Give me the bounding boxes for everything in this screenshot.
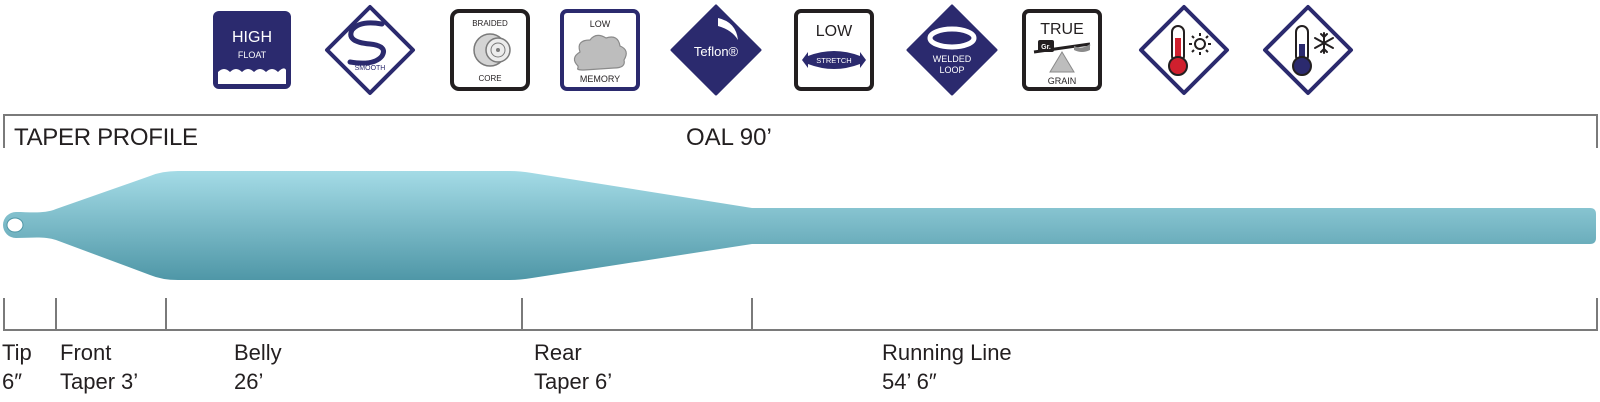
- badge-text: FLOAT: [238, 50, 267, 60]
- segment-length: 6’: [595, 369, 613, 394]
- badge-text: LOW: [816, 23, 853, 40]
- teflon-icon: Teflon®: [666, 4, 766, 96]
- badge-text: LOW: [590, 19, 611, 29]
- segment-label-2: Taper: [60, 369, 116, 394]
- fly-line-shape: [3, 171, 1596, 280]
- feature-badges: HIGH FLOAT SMOOTH BRAIDED CORE LOW MEMOR…: [0, 0, 1600, 100]
- taper-profile-title: TAPER PROFILE: [14, 124, 198, 151]
- welded-loop-icon: WELDED LOOP: [902, 4, 1002, 96]
- smooth-icon: SMOOTH: [320, 4, 420, 96]
- low-memory-icon: LOW MEMORY: [550, 4, 650, 96]
- segment-label: Front: [60, 340, 112, 365]
- braided-core-icon: BRAIDED CORE: [440, 4, 540, 96]
- oal-bracket: [3, 114, 1598, 148]
- segment-length: 3’: [121, 369, 139, 394]
- high-float-icon: HIGH FLOAT: [202, 4, 302, 96]
- cold-temperature-icon: [1258, 4, 1358, 96]
- segment-label-2: Taper: [534, 369, 590, 394]
- segment-bracket: [3, 298, 1598, 331]
- segment-tip: Tip 6″: [2, 338, 32, 396]
- segment-running-line: Running Line 54’ 6″: [882, 338, 1012, 396]
- badge-text: MEMORY: [580, 74, 620, 84]
- badge-text: TRUE: [1040, 21, 1084, 38]
- true-grain-icon: TRUE Gr. GRAIN: [1012, 4, 1112, 96]
- segment-label: Rear: [534, 340, 582, 365]
- warm-temperature-icon: [1134, 4, 1234, 96]
- segment-belly: Belly 26’: [234, 338, 282, 396]
- tip-loop: [6, 217, 24, 233]
- segment-label: Tip: [2, 340, 32, 365]
- badge-text: CORE: [478, 74, 501, 83]
- overall-length-label: OAL 90’: [686, 124, 772, 151]
- badge-text: WELDED: [933, 54, 972, 64]
- badge-text: HIGH: [232, 29, 272, 46]
- badge-text: STRETCH: [816, 56, 851, 65]
- badge-text: LOOP: [939, 65, 964, 75]
- segment-label: Belly: [234, 340, 282, 365]
- badge-text: BRAIDED: [472, 19, 508, 28]
- low-stretch-icon: LOW STRETCH: [784, 4, 884, 96]
- segment-label: Running Line: [882, 340, 1012, 365]
- badge-text: SMOOTH: [355, 65, 386, 72]
- badge-text: GRAIN: [1048, 76, 1077, 86]
- badge-text: Teflon®: [694, 44, 739, 59]
- badge-text: Gr.: [1041, 44, 1051, 51]
- segment-length: 54’ 6″: [882, 369, 937, 394]
- segment-length: 26’: [234, 369, 264, 394]
- segment-length: 6″: [2, 369, 23, 394]
